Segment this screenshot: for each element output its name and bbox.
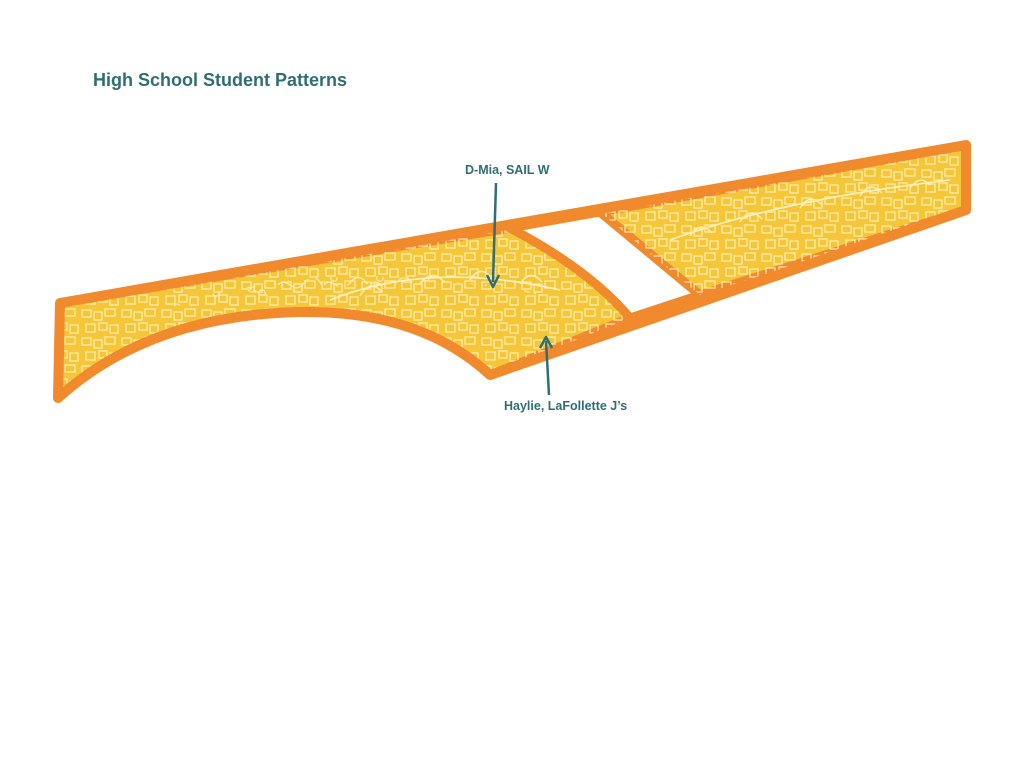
arrow-bottom	[538, 335, 554, 396]
page-title: High School Student Patterns	[93, 70, 348, 90]
annotation-bottom-label: Haylie, LaFollette J’s	[504, 399, 628, 413]
annotation-top-label: D-Mia, SAIL W	[465, 163, 550, 177]
blank-panel	[505, 207, 705, 323]
outer-outline	[53, 140, 971, 403]
arrow-top	[485, 182, 501, 289]
